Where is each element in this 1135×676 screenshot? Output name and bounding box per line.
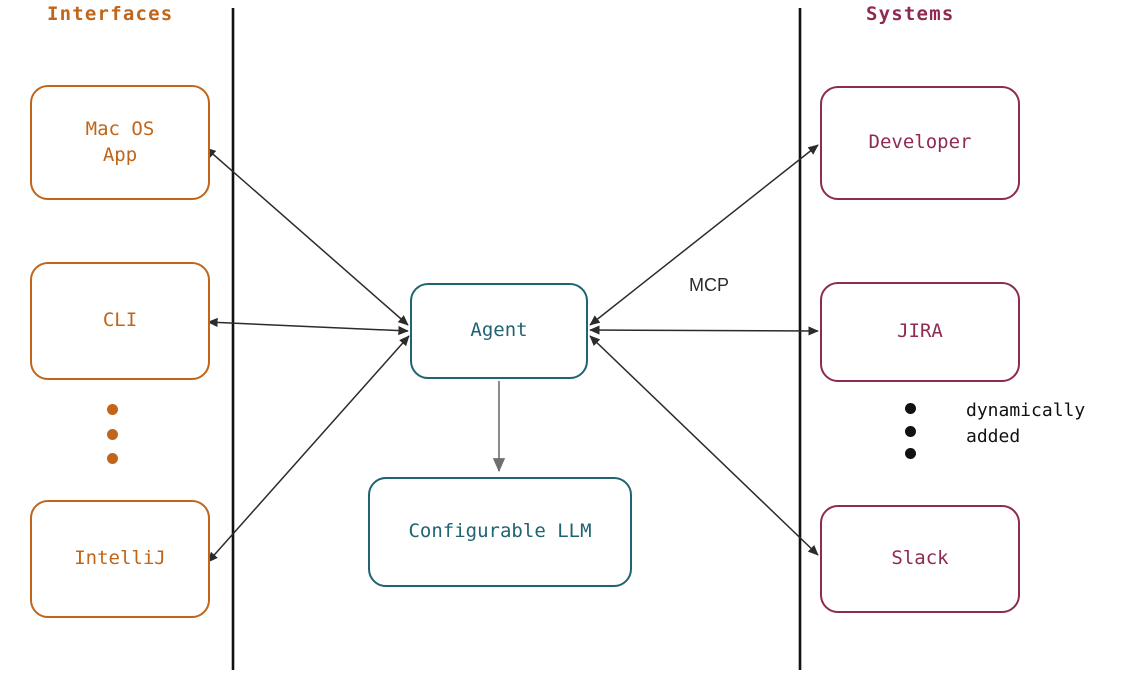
node-jira[interactable]: JIRA bbox=[820, 282, 1020, 382]
edge-agent-jira bbox=[589, 325, 819, 336]
node-slack[interactable]: Slack bbox=[820, 505, 1020, 613]
column-title-interfaces: Interfaces bbox=[47, 3, 174, 25]
edge-cli-agent bbox=[207, 317, 409, 336]
node-cli[interactable]: CLI bbox=[30, 262, 210, 380]
label-dynamically-added: dynamically added bbox=[966, 400, 1086, 448]
column-title-systems: Systems bbox=[866, 3, 955, 25]
edge-agent-developer bbox=[589, 144, 819, 326]
node-agent[interactable]: Agent bbox=[410, 283, 588, 379]
systems-ellipsis-icon bbox=[905, 403, 916, 459]
node-configurable-llm[interactable]: Configurable LLM bbox=[368, 477, 632, 587]
edge-macos-agent bbox=[205, 147, 409, 326]
node-developer[interactable]: Developer bbox=[820, 86, 1020, 200]
node-mac-os-app[interactable]: Mac OS App bbox=[30, 85, 210, 200]
label-mcp: MCP bbox=[689, 275, 729, 295]
node-intellij[interactable]: IntelliJ bbox=[30, 500, 210, 618]
interfaces-ellipsis-icon bbox=[107, 404, 118, 464]
